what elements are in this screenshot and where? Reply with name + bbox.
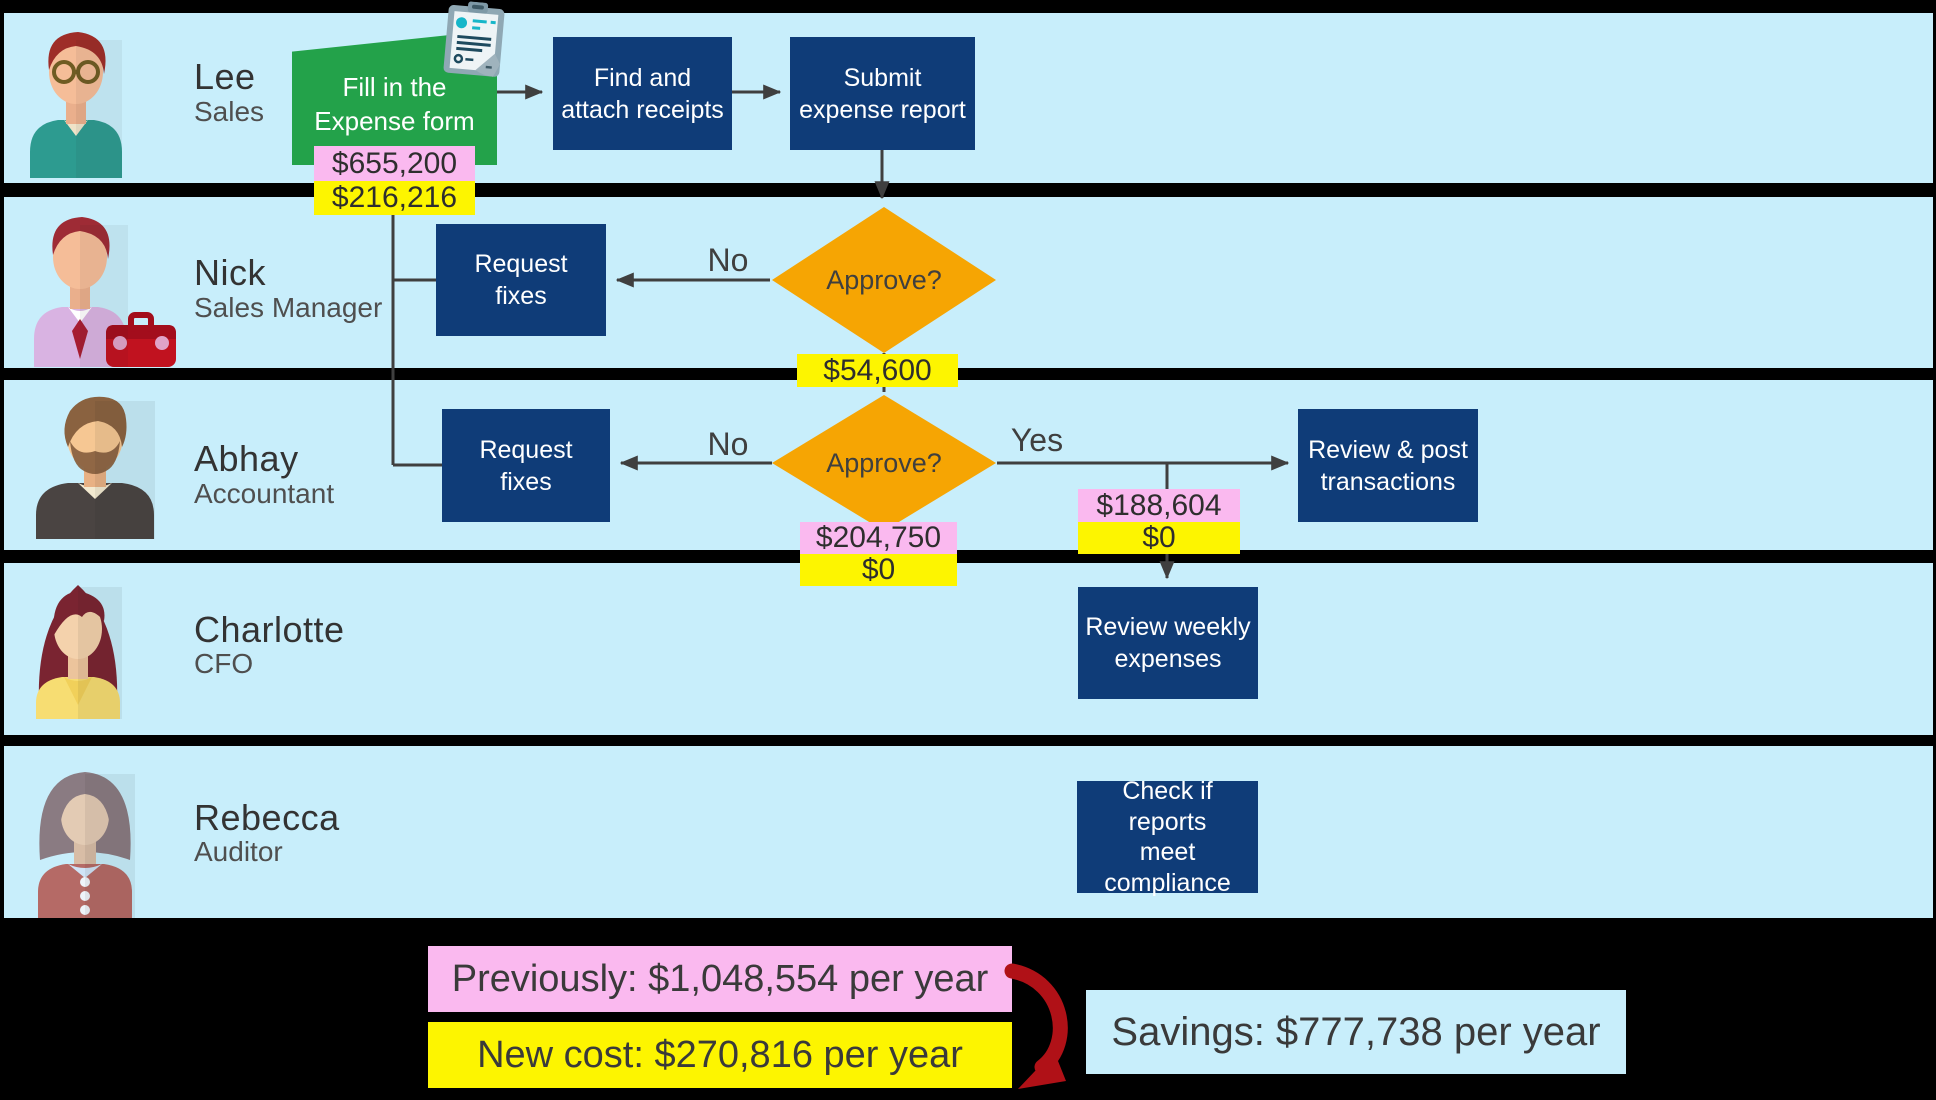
edge-label-no-accountant: No (707, 426, 749, 462)
task-find-attach-receipts: Find and attach receipts (553, 37, 732, 150)
task-request-fixes-accountant: Request fixes (442, 409, 610, 522)
task-review-weekly-expenses: Review weekly expenses (1078, 587, 1258, 699)
expense-form-receipt-icon (443, 1, 505, 77)
person-name-rebecca: Rebecca (194, 797, 340, 838)
person-name-abhay: Abhay (194, 438, 299, 479)
cost-reduction-arrow-icon (1004, 963, 1068, 1089)
task-request-fixes-manager: Request fixes (436, 224, 606, 336)
lane-charlotte (4, 563, 1933, 735)
person-name-charlotte: Charlotte (194, 609, 345, 650)
summary-previous-cost: Previously: $1,048,554 per year (428, 946, 1012, 1012)
person-role-lee: Sales (194, 96, 265, 127)
person-role-charlotte: CFO (194, 648, 254, 679)
summary-new-cost: New cost: $270,816 per year (428, 1022, 1012, 1088)
task-review-post-transactions: Review & post transactions (1298, 409, 1478, 522)
avatar-lee (30, 32, 122, 178)
avatar-rebecca (38, 772, 135, 918)
edge-label-no-manager: No (707, 242, 749, 278)
task-check-compliance: Check if reports meet compliance (1077, 777, 1258, 897)
cost-new-accountant-approve: $0 (800, 553, 957, 586)
person-role-rebecca: Auditor (194, 836, 283, 867)
cost-new-fill-form: $216,216 (314, 181, 475, 215)
cost-new-cfo-review: $0 (1078, 521, 1240, 554)
avatar-nick (34, 217, 176, 367)
summary-savings: Savings: $777,738 per year (1086, 990, 1626, 1074)
cost-old-fill-form: $655,200 (314, 146, 475, 181)
avatar-charlotte (36, 585, 122, 719)
cost-new-manager-approve: $54,600 (797, 354, 958, 387)
cost-old-cfo-review: $188,604 (1078, 489, 1240, 522)
person-role-abhay: Accountant (194, 478, 335, 509)
lane-rebecca (4, 746, 1933, 918)
avatar-abhay (36, 396, 155, 539)
person-name-nick: Nick (194, 252, 266, 293)
cost-old-accountant-approve: $204,750 (800, 521, 957, 554)
edge-label-yes-accountant: Yes (1010, 422, 1064, 458)
person-name-lee: Lee (194, 56, 256, 97)
task-submit-expense-report: Submit expense report (790, 37, 975, 150)
person-role-nick: Sales Manager (194, 292, 383, 323)
